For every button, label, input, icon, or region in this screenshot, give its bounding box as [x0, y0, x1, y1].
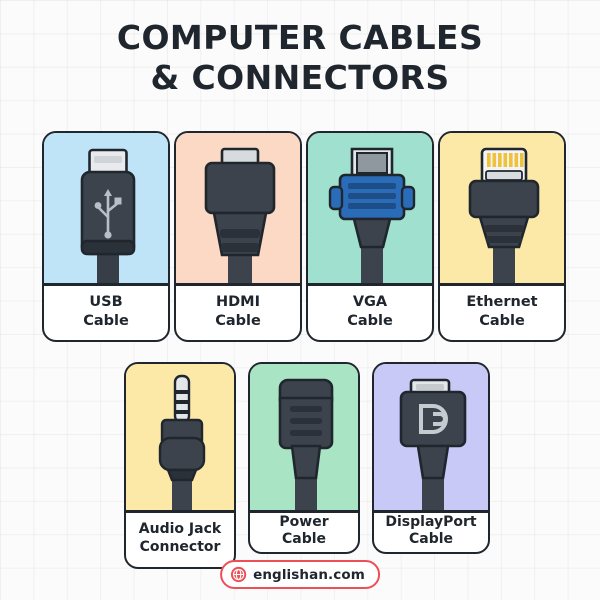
card-divider — [44, 283, 168, 286]
card-power[interactable]: Power Cable — [248, 362, 360, 554]
card-divider — [250, 510, 358, 513]
card-label-line-2: Cable — [215, 312, 261, 329]
card-ethernet[interactable]: Ethernet Cable — [438, 131, 566, 342]
site-badge[interactable]: englishan.com — [220, 560, 380, 589]
card-label-displayport: DisplayPort Cable — [374, 510, 488, 552]
card-label-line-1: HDMI — [216, 294, 260, 311]
page-title-line-2: & CONNECTORS — [150, 58, 450, 98]
site-badge-label: englishan.com — [253, 566, 365, 583]
card-divider — [308, 283, 432, 286]
card-label-line-1: DisplayPort — [385, 513, 477, 530]
hdmi-connector-icon — [176, 133, 300, 283]
card-label-usb: USB Cable — [44, 283, 168, 340]
card-label-ethernet: Ethernet Cable — [440, 283, 564, 340]
card-label-line-1: Audio Jack — [138, 521, 222, 537]
vga-connector-icon — [308, 133, 432, 283]
card-label-vga: VGA Cable — [308, 283, 432, 340]
ethernet-rj45-icon — [440, 133, 564, 283]
card-label-line-1: Ethernet — [466, 294, 538, 311]
card-label-hdmi: HDMI Cable — [176, 283, 300, 340]
page-title: COMPUTER CABLES & CONNECTORS — [0, 18, 600, 99]
card-divider — [126, 510, 234, 513]
card-label-line-1: Power — [279, 513, 329, 530]
card-audio-jack[interactable]: Audio Jack Connector — [124, 362, 236, 569]
card-label-line-2: Cable — [479, 312, 525, 329]
card-label-line-2: Connector — [139, 538, 221, 555]
card-label-power: Power Cable — [250, 510, 358, 552]
card-label-line-1: VGA — [352, 294, 388, 311]
card-vga[interactable]: VGA Cable — [306, 131, 434, 342]
card-divider — [440, 283, 564, 286]
card-displayport[interactable]: DisplayPort Cable — [372, 362, 490, 554]
card-divider — [374, 510, 488, 513]
power-iec-connector-icon — [250, 364, 358, 510]
card-label-line-2: Cable — [408, 531, 454, 547]
globe-icon — [230, 566, 247, 583]
card-label-line-2: Cable — [347, 312, 393, 329]
audio-jack-icon — [126, 364, 234, 510]
card-label-audio-jack: Audio Jack Connector — [126, 510, 234, 567]
card-label-line-1: USB — [89, 294, 123, 311]
page-title-line-1: COMPUTER CABLES — [116, 18, 484, 57]
card-usb[interactable]: USB Cable — [42, 131, 170, 342]
card-label-line-2: Cable — [83, 312, 129, 329]
card-label-line-2: Cable — [281, 531, 327, 547]
usb-connector-icon — [44, 133, 168, 283]
displayport-connector-icon — [374, 364, 488, 510]
card-divider — [176, 283, 300, 286]
card-hdmi[interactable]: HDMI Cable — [174, 131, 302, 342]
